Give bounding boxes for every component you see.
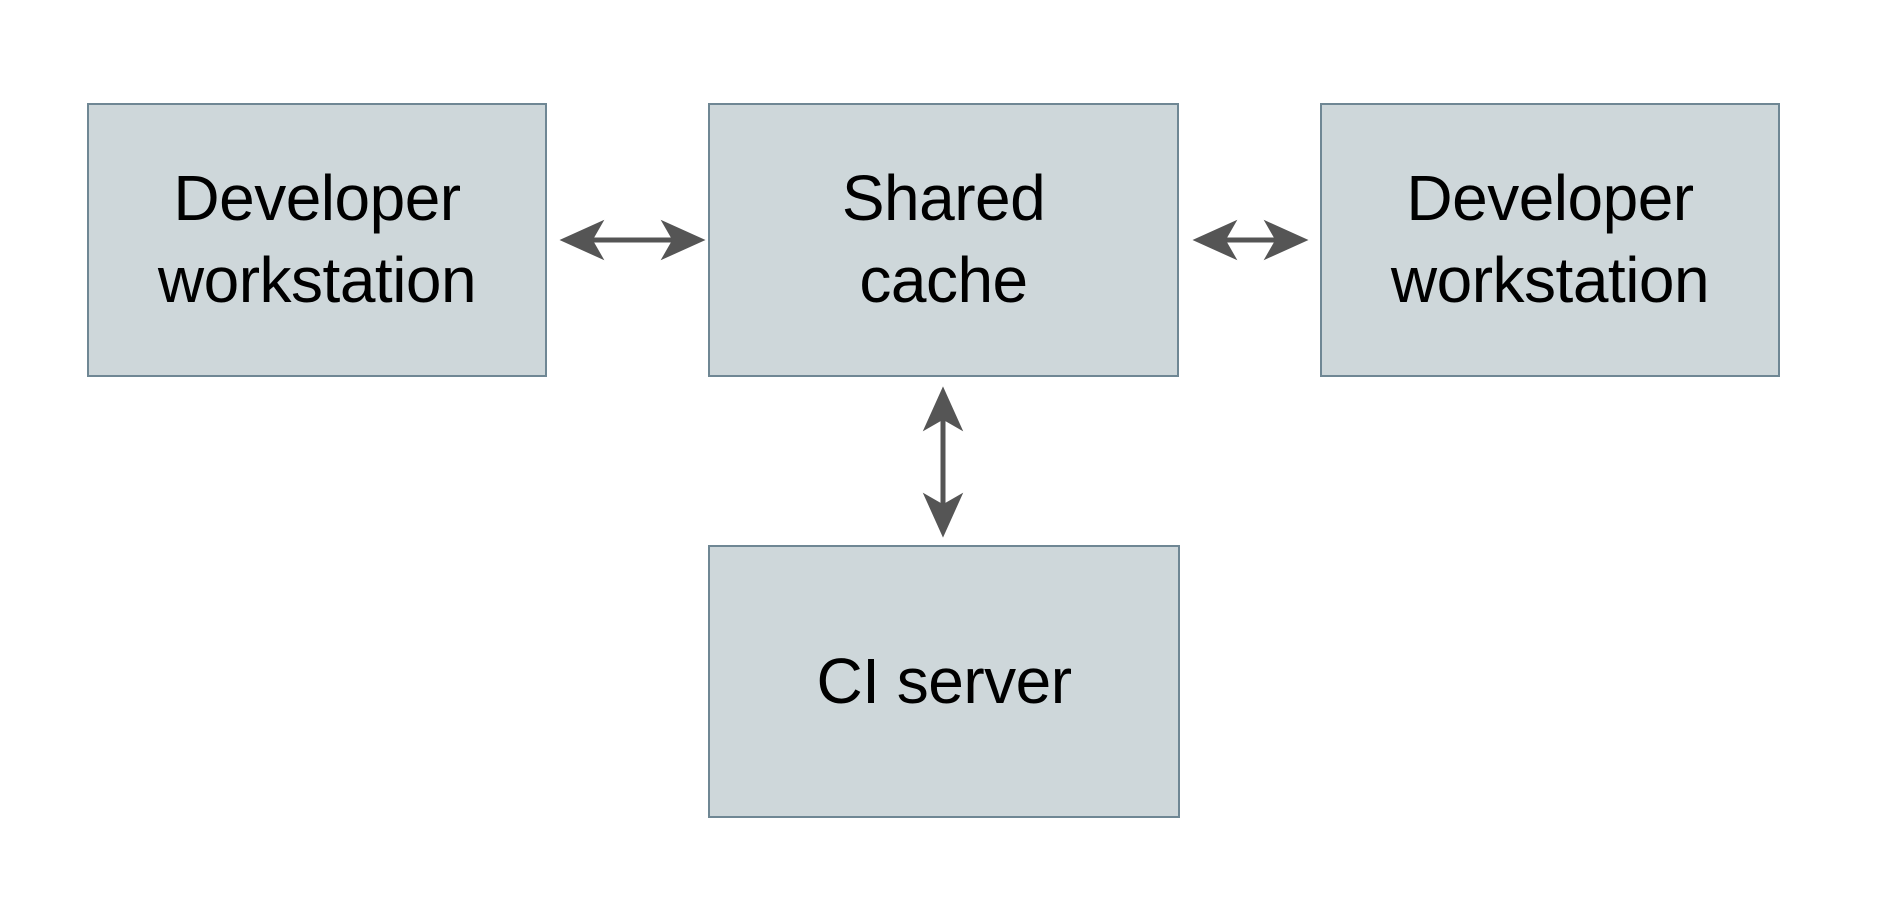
node-developer-workstation-left[interactable]: Developer workstation <box>87 103 547 377</box>
node-label-shared-cache: Shared cache <box>841 162 1046 316</box>
node-developer-workstation-right[interactable]: Developer workstation <box>1320 103 1780 377</box>
node-shared-cache[interactable]: Shared cache <box>708 103 1179 377</box>
node-label-developer-workstation-right: Developer workstation <box>1390 162 1710 316</box>
node-label-developer-workstation-left: Developer workstation <box>157 162 477 316</box>
node-ci-server[interactable]: CI server <box>708 545 1180 818</box>
node-label-ci-server: CI server <box>816 644 1072 717</box>
